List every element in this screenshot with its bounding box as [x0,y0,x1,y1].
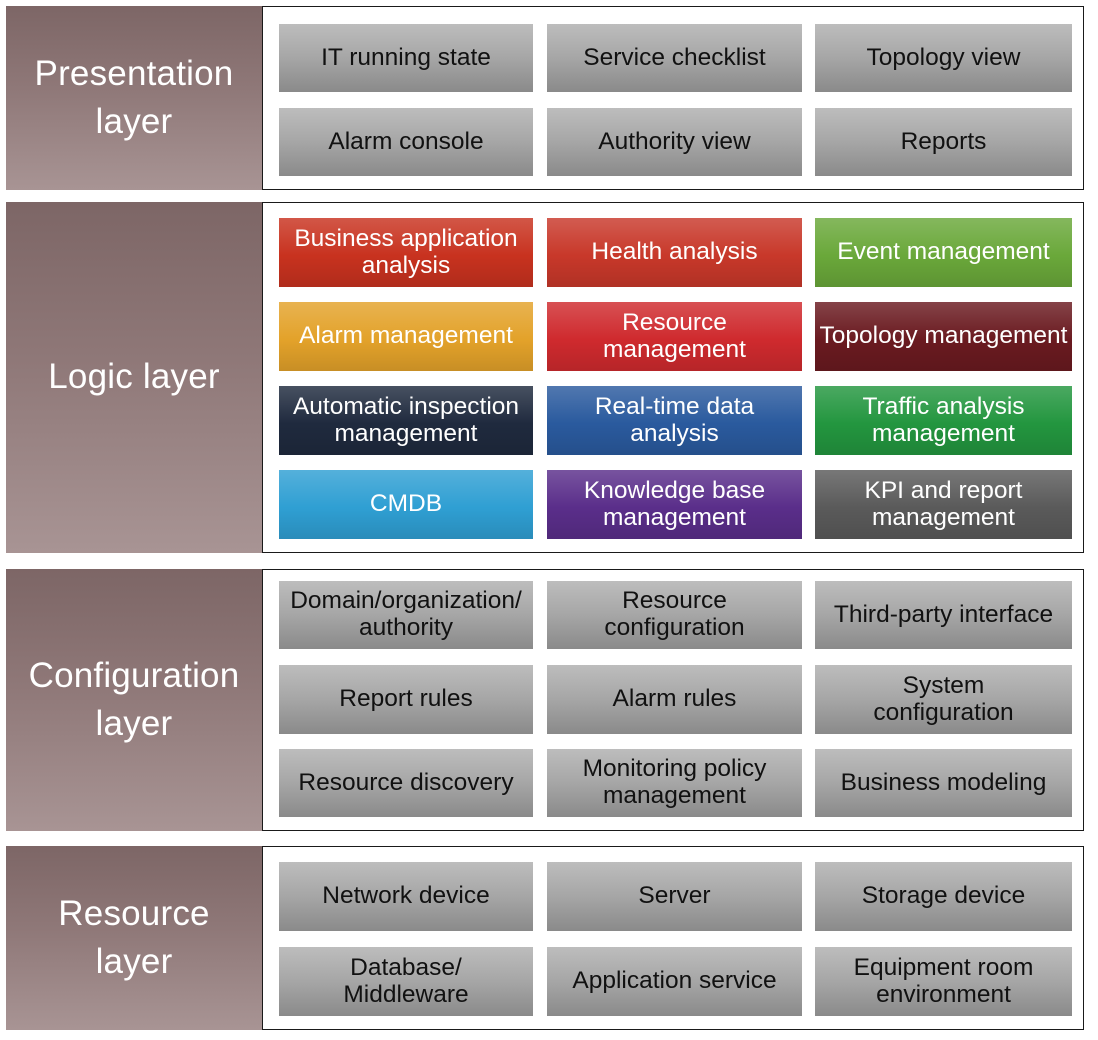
module-label: Health analysis [591,238,758,266]
module-label: Alarm management [299,322,513,350]
module-label: Storage device [861,882,1026,910]
module-label: Business modeling [840,768,1047,796]
configuration-module-tile: Business modeling [815,749,1072,817]
module-label: IT running state [321,43,491,71]
presentation-module-tile: Alarm console [279,108,533,176]
presentation-module-tile: IT running state [279,24,533,92]
logic-module-tile: Health analysis [547,218,802,287]
module-label: CMDB [369,490,443,518]
presentation-module-tile: Reports [815,108,1072,176]
presentation-module-tile: Service checklist [547,24,802,92]
resource-module-tile: Database/Middleware [279,947,533,1016]
resource-module-tile: Network device [279,862,533,931]
resource-module-tile: Application service [547,947,802,1016]
module-label: Resource discovery [298,768,514,796]
module-label: Report rules [339,685,473,713]
module-label: Application service [572,967,777,995]
logic-module-tile: CMDB [279,470,533,539]
module-label: Authority view [598,127,751,155]
presentation-module-tile: Authority view [547,108,802,176]
configuration-module-tile: Domain/organization/authority [279,581,533,649]
logic-module-tile: Alarm management [279,302,533,371]
module-label: Reports [900,127,987,155]
configuration-module-tile: Third-party interface [815,581,1072,649]
module-label: Alarm console [328,127,484,155]
configuration-module-tile: Resource discovery [279,749,533,817]
resource-module-tile: Storage device [815,862,1072,931]
logic-module-tile: Event management [815,218,1072,287]
module-label: Event management [837,238,1050,266]
module-label: Service checklist [583,43,766,71]
configuration-module-tile: Report rules [279,665,533,734]
module-label: Network device [322,882,490,910]
module-label: Server [638,882,711,910]
module-label: Database/Middleware [343,953,469,1008]
logic-module-tile: Topology management [815,302,1072,371]
module-label: Third-party interface [833,600,1054,628]
configuration-module-tile: Alarm rules [547,665,802,734]
module-label: Topology management [819,322,1068,350]
resource-module-tile: Server [547,862,802,931]
module-label: Domain/organization/authority [290,587,522,641]
logic-layer-label: Logic layer [6,202,262,553]
presentation-layer-panel: IT running state Service checklist Topolog… [262,6,1084,190]
module-label: Topology view [866,43,1021,71]
module-label: Alarm rules [612,685,737,713]
presentation-module-tile: Topology view [815,24,1072,92]
